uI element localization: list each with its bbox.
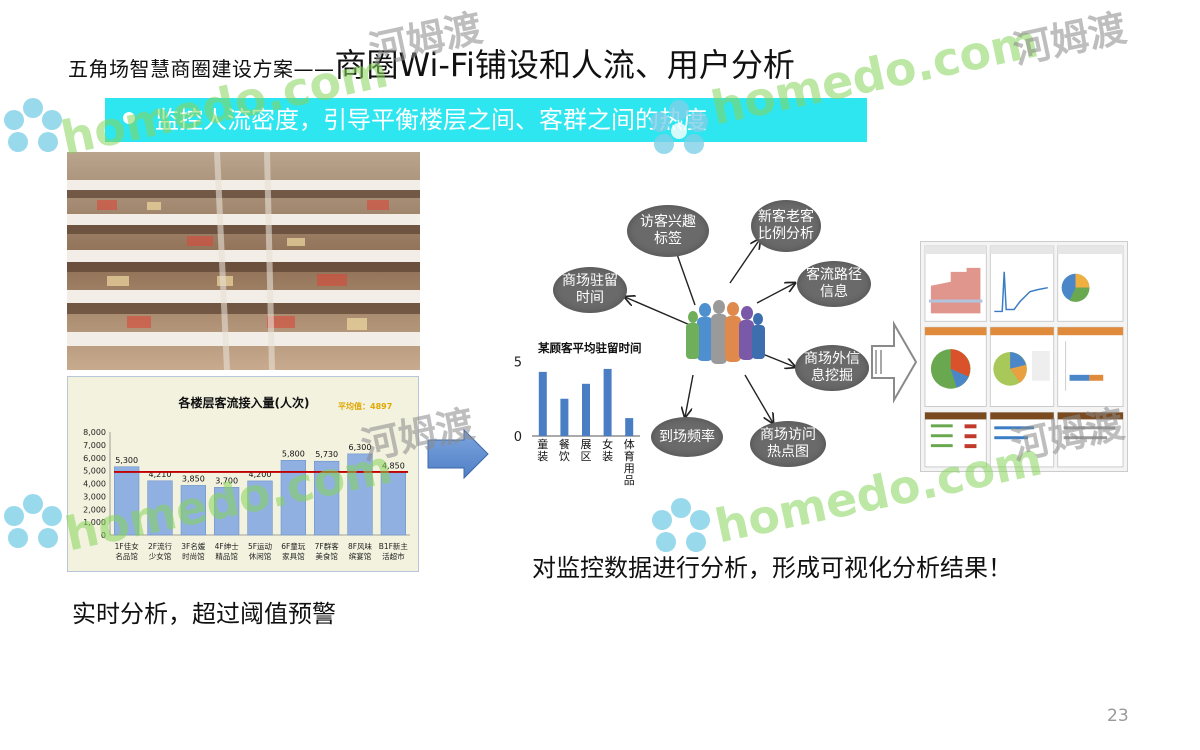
dwell-bar [625, 418, 634, 436]
floor-traffic-chart: 各楼层客流接入量(人次) 平均值：4897 8,000 7,000 6,000 5,000… [67, 376, 419, 572]
title-prefix: 五角场智慧商圈建设方案—— [68, 57, 335, 81]
floor-bar-label: 4,210 [149, 470, 172, 479]
banner-text: 监控人流密度，引导平衡楼层之间、客群之间的热度 [155, 106, 707, 134]
dwell-y-tick: 5 [514, 355, 522, 370]
floor-bar-label: 5,800 [282, 449, 305, 458]
watermark-text: homedo.com [706, 13, 1043, 136]
floor-bar-label: 3,700 [215, 476, 238, 485]
floor-bar [347, 453, 373, 536]
node-traffic-path-label: 客流路径信息 [806, 267, 862, 300]
floor-category-label: 2F流行 [148, 541, 173, 551]
floor-bar-label: 5,300 [115, 456, 138, 465]
floor-category-label: 3F名媛 [181, 541, 206, 551]
alert-caption: 实时分析，超过阈值预警 [72, 600, 336, 628]
floor-y-tick: 4,000 [83, 480, 106, 489]
node-dwell-time-label: 商场驻留时间 [562, 273, 618, 306]
floor-bar-label: 6,300 [349, 443, 372, 452]
outline-arrow-icon [871, 320, 918, 404]
floor-traffic-svg: 各楼层客流接入量(人次) 平均值：4897 8,000 7,000 6,000 5,000… [83, 395, 410, 561]
dwell-chart-title: 某顾客平均驻留时间 [537, 341, 642, 355]
node-external-info: 商场外信息挖掘 [795, 345, 869, 391]
analysis-caption: 对监控数据进行分析，形成可视化分析结果！ [532, 554, 1012, 582]
floor-bar [114, 466, 140, 536]
dwell-bar [538, 371, 547, 436]
node-heatmap-label: 商场访问热点图 [760, 427, 816, 460]
floor-y-tick: 8,000 [83, 428, 106, 437]
floor-category-label: 少女馆 [149, 551, 172, 561]
page-number: 23 [1107, 706, 1129, 726]
node-new-old-ratio-label: 新客老客比例分析 [758, 209, 814, 242]
dwell-bar [560, 398, 569, 436]
floor-bar-label: 5,730 [315, 450, 338, 459]
floor-bar [214, 487, 240, 536]
floor-bar [147, 480, 173, 536]
floor-bar [180, 485, 206, 536]
node-traffic-path: 客流路径信息 [797, 261, 871, 307]
floor-category-label: 精品馆 [215, 551, 238, 561]
floor-category-label: 活超市 [382, 551, 405, 561]
floor-category-label: 缤宴馆 [349, 551, 372, 561]
floor-y-tick: 7,000 [83, 441, 106, 450]
dwell-bar [603, 368, 612, 436]
floor-category-label: B1F新主 [379, 541, 409, 551]
title-main: 商圈Wi-Fi铺设和人流、用户分析 [334, 46, 795, 84]
floor-bar [247, 480, 273, 536]
floor-chart-title: 各楼层客流接入量(人次) [178, 395, 310, 410]
bullet-icon [123, 112, 135, 124]
watermark-flower-icon [652, 498, 710, 552]
mall-atrium-photo [67, 152, 420, 370]
floor-category-label: 时尚馆 [182, 551, 205, 561]
dwell-bar [582, 383, 590, 436]
node-visitor-interest-label: 访客兴趣标签 [640, 214, 696, 247]
floor-category-label: 5F运动 [248, 541, 273, 551]
floor-category-label: 1F佳女 [115, 541, 140, 551]
dwell-category-label: 体育用品 [624, 437, 635, 487]
floor-y-tick: 5,000 [83, 467, 106, 476]
floor-category-label: 6F童玩 [281, 541, 306, 551]
floor-bar-label: 4,850 [382, 462, 405, 471]
floor-category-label: 名品馆 [115, 551, 138, 561]
dwell-category-label: 童装 [537, 437, 548, 463]
dwell-category-label: 女装 [602, 437, 613, 463]
dwell-category-label: 餐饮 [559, 437, 570, 463]
analytics-dashboard-thumbnail [920, 241, 1128, 472]
floor-category-label: 7F群客 [315, 541, 340, 551]
node-new-old-ratio: 新客老客比例分析 [751, 200, 821, 252]
floor-y-tick: 1,000 [83, 518, 106, 527]
analysis-diagram: 访客兴趣标签 新客老客比例分析 客流路径信息 商场外信息挖掘 商场访问热点图 到… [545, 195, 875, 475]
highlight-banner: 监控人流密度，引导平衡楼层之间、客群之间的热度 [105, 98, 867, 142]
right-arrow-icon [427, 428, 489, 480]
floor-y-tick: 6,000 [83, 454, 106, 463]
floor-bar [314, 460, 340, 536]
watermark-flower-icon [4, 494, 62, 548]
floor-category-label: 4F绅士 [215, 541, 240, 551]
node-visit-frequency-label: 到场频率 [659, 428, 715, 445]
avg-value-label: 平均值：4897 [338, 401, 392, 411]
node-visit-frequency: 到场频率 [651, 417, 723, 457]
node-external-info-label: 商场外信息挖掘 [804, 351, 860, 384]
watermark-flower-icon [4, 98, 62, 152]
watermark-flower-icon [650, 100, 708, 154]
dwell-y-tick: 0 [514, 430, 522, 445]
watermark-cn-text: 河姆渡 [1009, 5, 1131, 73]
node-dwell-time: 商场驻留时间 [553, 267, 627, 313]
diagram-arrows [545, 195, 875, 475]
floor-bar-label: 4,200 [249, 470, 272, 479]
floor-y-tick: 3,000 [83, 492, 106, 501]
slide-title: 五角场智慧商圈建设方案——商圈Wi-Fi铺设和人流、用户分析 [68, 40, 795, 86]
floor-y-tick: 2,000 [83, 505, 106, 514]
node-visitor-interest: 访客兴趣标签 [627, 205, 709, 257]
floor-category-label: 家具馆 [282, 551, 305, 561]
crowd-icon [686, 300, 765, 364]
dwell-category-label: 展区 [581, 438, 592, 463]
floor-bar [380, 472, 406, 536]
floor-category-label: 8F风味 [348, 541, 373, 551]
floor-category-label: 美食馆 [315, 551, 338, 561]
floor-category-label: 休闲馆 [249, 551, 272, 561]
floor-y-tick: 0 [101, 531, 106, 540]
node-heatmap: 商场访问热点图 [750, 421, 826, 467]
floor-bar-label: 3,850 [182, 474, 205, 483]
